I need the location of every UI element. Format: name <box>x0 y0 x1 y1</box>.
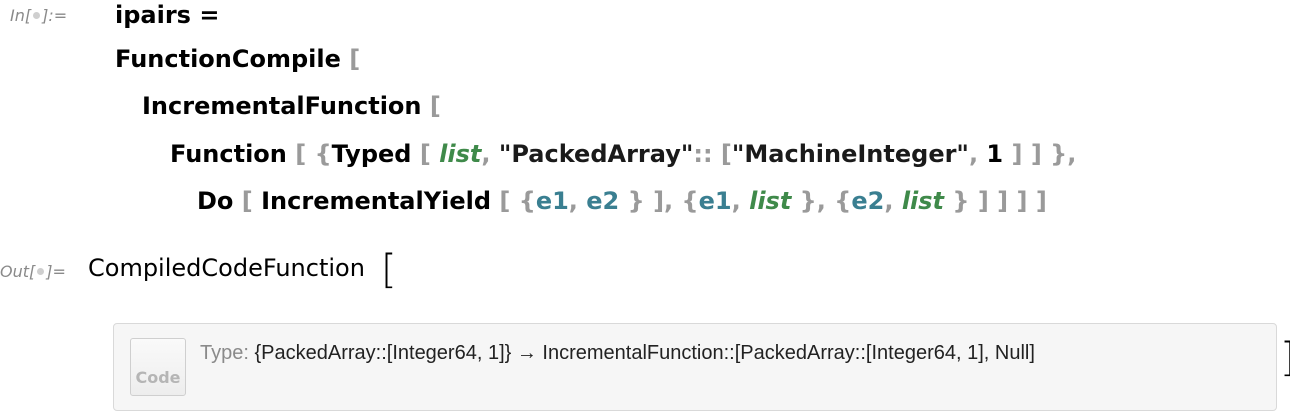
compiled-code-summary-box[interactable]: Code Type: {PackedArray::[Integer64, 1]}… <box>113 323 1277 411</box>
output-open-bracket: [ <box>381 247 397 293</box>
type-signature: Type: {PackedArray::[Integer64, 1]} → In… <box>200 342 1035 364</box>
code-icon: Code <box>130 338 186 396</box>
cell-number-placeholder-icon <box>33 12 41 19</box>
code-line-1: ipairs = <box>115 1 220 29</box>
input-cell-label: In[]:= <box>10 6 68 25</box>
code-line-4: Function [ {Typed [ list, "PackedArray":… <box>170 140 1077 168</box>
output-head: CompiledCodeFunction <box>88 254 365 282</box>
output-cell-label: Out[]= <box>0 262 66 281</box>
code-line-2: FunctionCompile [ <box>115 45 361 73</box>
cell-number-placeholder-icon <box>37 268 45 275</box>
code-line-5: Do [ IncrementalYield [ {e1, e2 } ], {e1… <box>197 187 1047 215</box>
code-line-3: IncrementalFunction [ <box>142 92 441 120</box>
output-close-bracket: ] <box>1280 332 1290 384</box>
